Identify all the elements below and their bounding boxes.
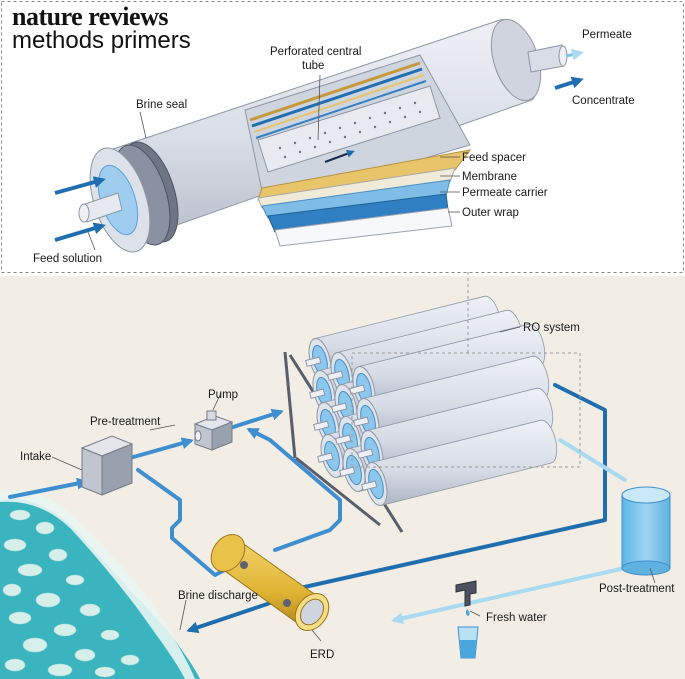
feed-spacer-sheet	[257, 149, 472, 201]
layer-blue-2	[255, 80, 427, 139]
inlet-pipe-end	[78, 203, 90, 223]
label-brine-seal: Brine seal	[136, 99, 187, 111]
leader-lines-bottom	[51, 326, 656, 642]
label-outer-wrap: Outer wrap	[462, 207, 519, 219]
membrane-module	[54, 18, 584, 253]
ro-pressure-vessel	[361, 419, 558, 506]
sea	[0, 490, 200, 679]
pre-treatment-unit	[80, 435, 134, 496]
label-brine-discharge: Brine discharge	[178, 590, 258, 602]
sea-water	[0, 499, 200, 679]
label-pump: Pump	[208, 389, 238, 401]
layer-blue	[251, 67, 423, 128]
ro-detail-box	[351, 352, 581, 468]
erd-to-pump-return-pipe	[246, 428, 342, 552]
concentrate-arrow	[554, 76, 584, 90]
ro-vessels	[305, 295, 558, 506]
label-perforated-tube-2: tube	[302, 60, 324, 72]
tube-perforations	[278, 101, 422, 159]
pebbles	[2, 509, 140, 678]
post-treatment-tank	[621, 486, 671, 576]
surf-foam	[0, 490, 195, 679]
label-membrane: Membrane	[462, 171, 517, 183]
water-drop	[465, 609, 470, 616]
label-concentrate: Concentrate	[572, 95, 635, 107]
label-perforated-tube-1: Perforated central	[270, 46, 361, 58]
pump-to-ro-pipe	[228, 408, 284, 430]
ro-to-post-treatment-pipe	[558, 438, 627, 482]
label-fresh-water: Fresh water	[486, 612, 547, 624]
flow-direction-arrow	[324, 149, 355, 163]
label-erd: ERD	[310, 649, 334, 661]
feed-arrow-upper	[54, 176, 106, 195]
brand-title: nature reviews	[12, 2, 168, 31]
layer-yellow	[253, 74, 425, 133]
erd-unit	[210, 533, 330, 632]
label-feed-spacer: Feed spacer	[462, 152, 526, 164]
perforated-tube	[257, 85, 441, 173]
label-pre-treatment: Pre-treatment	[90, 416, 161, 428]
fresh-water-pipe	[391, 566, 627, 625]
label-permeate: Permeate	[582, 29, 632, 41]
label-feed-solution: Feed solution	[33, 253, 102, 265]
leader-lines-top	[87, 74, 460, 251]
layer-gold	[249, 61, 421, 122]
pretreat-to-erd-pipe	[136, 468, 244, 577]
pretreat-to-pump-pipe	[128, 437, 194, 460]
label-ro-system: RO system	[523, 322, 580, 334]
outlet-pipe-end	[558, 45, 568, 67]
pump-unit	[193, 410, 234, 451]
outer-wrap-sheet	[274, 207, 453, 247]
journal-brand: nature reviews methods primers	[12, 4, 191, 53]
tap-and-glass	[455, 580, 479, 659]
permeate-arrow	[565, 48, 584, 61]
label-intake: Intake	[20, 451, 51, 463]
feed-arrow-lower	[54, 222, 106, 242]
label-post-treatment: Post-treatment	[599, 583, 675, 595]
intake-pipe	[8, 477, 89, 499]
brand-subtitle: methods primers	[12, 27, 191, 54]
label-permeate-carrier: Permeate carrier	[462, 187, 548, 199]
